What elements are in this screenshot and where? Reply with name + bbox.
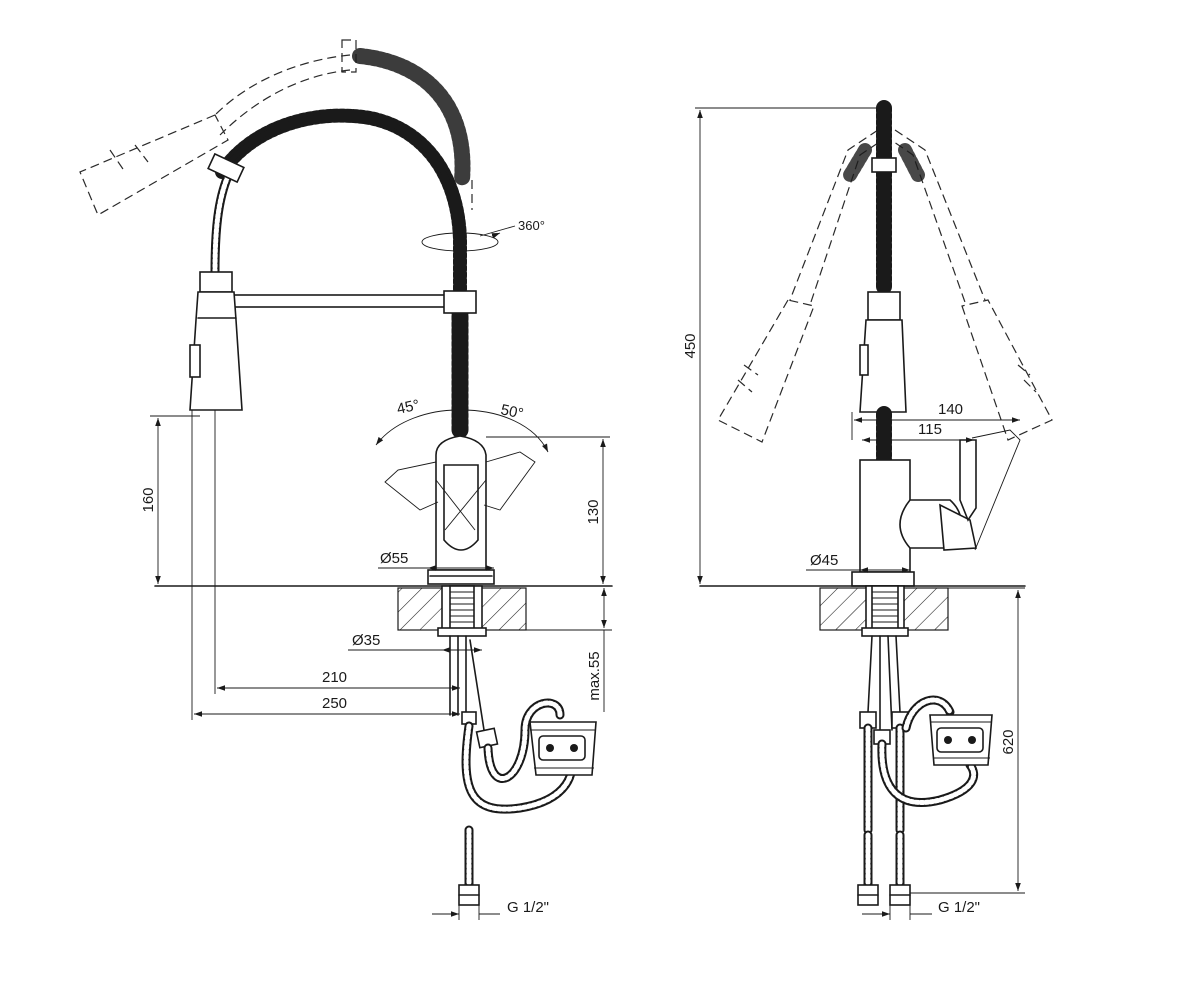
side-valve-box [929, 714, 993, 766]
holder-arm [231, 294, 447, 308]
dim-counter-thickness: max.55 [586, 651, 603, 700]
side-view: 450 140 115 Ø45 620 G 1/2" [682, 100, 1053, 920]
front-view: 360° 45° 50° [79, 39, 613, 920]
swing-positions-outline [717, 129, 1053, 443]
dim-base-diameter: Ø55 [380, 550, 408, 567]
hose-collar [207, 152, 245, 184]
dim-height-body: 130 [585, 499, 602, 524]
side-dim-lever-outer: 140 [938, 401, 963, 418]
front-connector-thread: G 1/2" [507, 899, 549, 916]
arm-clamp [443, 290, 477, 314]
alternate-position-outline [79, 39, 473, 216]
lever-positions: 45° 50° [375, 397, 549, 531]
angle-left-label: 45° [395, 397, 421, 418]
dim-reach-long: 250 [322, 695, 347, 712]
angle-right-label: 50° [499, 401, 525, 422]
fixing-nut [437, 627, 487, 637]
dim-hole-diameter: Ø35 [352, 632, 380, 649]
side-dim-height-total: 450 [682, 333, 699, 358]
side-connector-thread: G 1/2" [938, 899, 980, 916]
spray-head [189, 271, 243, 411]
valve-box [529, 721, 597, 776]
spring-coil [215, 108, 469, 439]
side-faucet-body [851, 429, 1021, 587]
faucet-body [427, 435, 495, 585]
side-spray-head [859, 291, 907, 413]
dim-height-total: 160 [140, 487, 157, 512]
threaded-shank [449, 585, 475, 631]
dim-reach-short: 210 [322, 669, 347, 686]
side-threaded-shank [871, 585, 899, 631]
rotation-indicator: 360° [421, 218, 545, 252]
side-dim-lever-inner: 115 [918, 421, 942, 438]
side-supply-hoses [857, 635, 979, 906]
side-dim-base-diameter: Ø45 [810, 552, 838, 569]
side-dim-hose-length: 620 [1000, 729, 1017, 754]
rotation-label: 360° [518, 218, 545, 233]
side-hose-collar [871, 157, 897, 173]
